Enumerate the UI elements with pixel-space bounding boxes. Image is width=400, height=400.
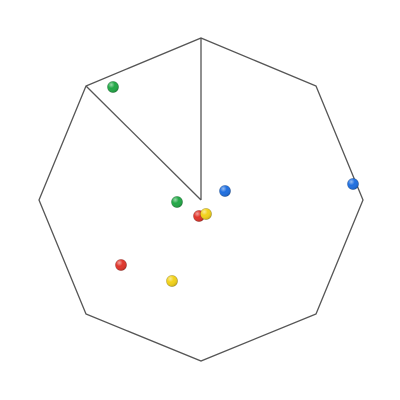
green-ball-shine [171, 196, 183, 208]
red-ball-shine [115, 259, 127, 271]
yellow-ball[interactable] [166, 275, 178, 287]
sector-line-upper-left [85, 85, 202, 201]
green-ball[interactable] [171, 196, 183, 208]
green-ball-shine [107, 81, 119, 93]
blue-ball[interactable] [347, 178, 359, 190]
green-ball[interactable] [107, 81, 119, 93]
octagon-arena-outline [38, 37, 364, 362]
blue-ball-shine [219, 185, 231, 197]
yellow-ball-shine [200, 208, 212, 220]
blue-ball-shine [347, 178, 359, 190]
blue-ball[interactable] [219, 185, 231, 197]
yellow-ball[interactable] [200, 208, 212, 220]
balls-layer [107, 81, 359, 287]
yellow-ball-shine [166, 275, 178, 287]
red-ball[interactable] [115, 259, 127, 271]
